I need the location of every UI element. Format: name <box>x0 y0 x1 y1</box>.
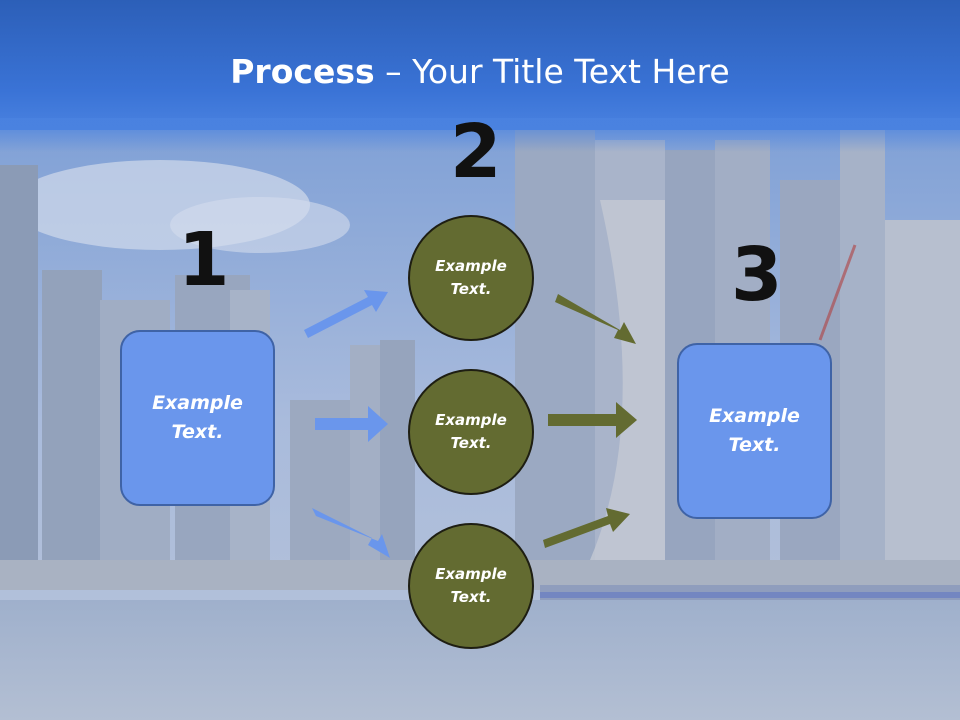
title-strong: Process <box>230 52 375 91</box>
title-rest: – Your Title Text Here <box>374 52 730 91</box>
slide-title[interactable]: Process – Your Title Text Here <box>0 52 960 91</box>
step-3-number: 3 <box>731 232 783 318</box>
arrow-bottom-to-3 <box>543 508 630 548</box>
arrow-1-to-bottom <box>312 508 390 558</box>
step-2-number: 2 <box>450 109 502 195</box>
title-bar <box>0 0 960 130</box>
title-bar-fade <box>0 118 960 152</box>
arrow-top-to-3 <box>555 294 636 344</box>
arrow-middle-to-3 <box>548 402 637 438</box>
arrow-1-to-middle <box>315 406 388 442</box>
step-1-number: 1 <box>178 217 230 303</box>
arrow-1-to-top <box>304 290 388 338</box>
